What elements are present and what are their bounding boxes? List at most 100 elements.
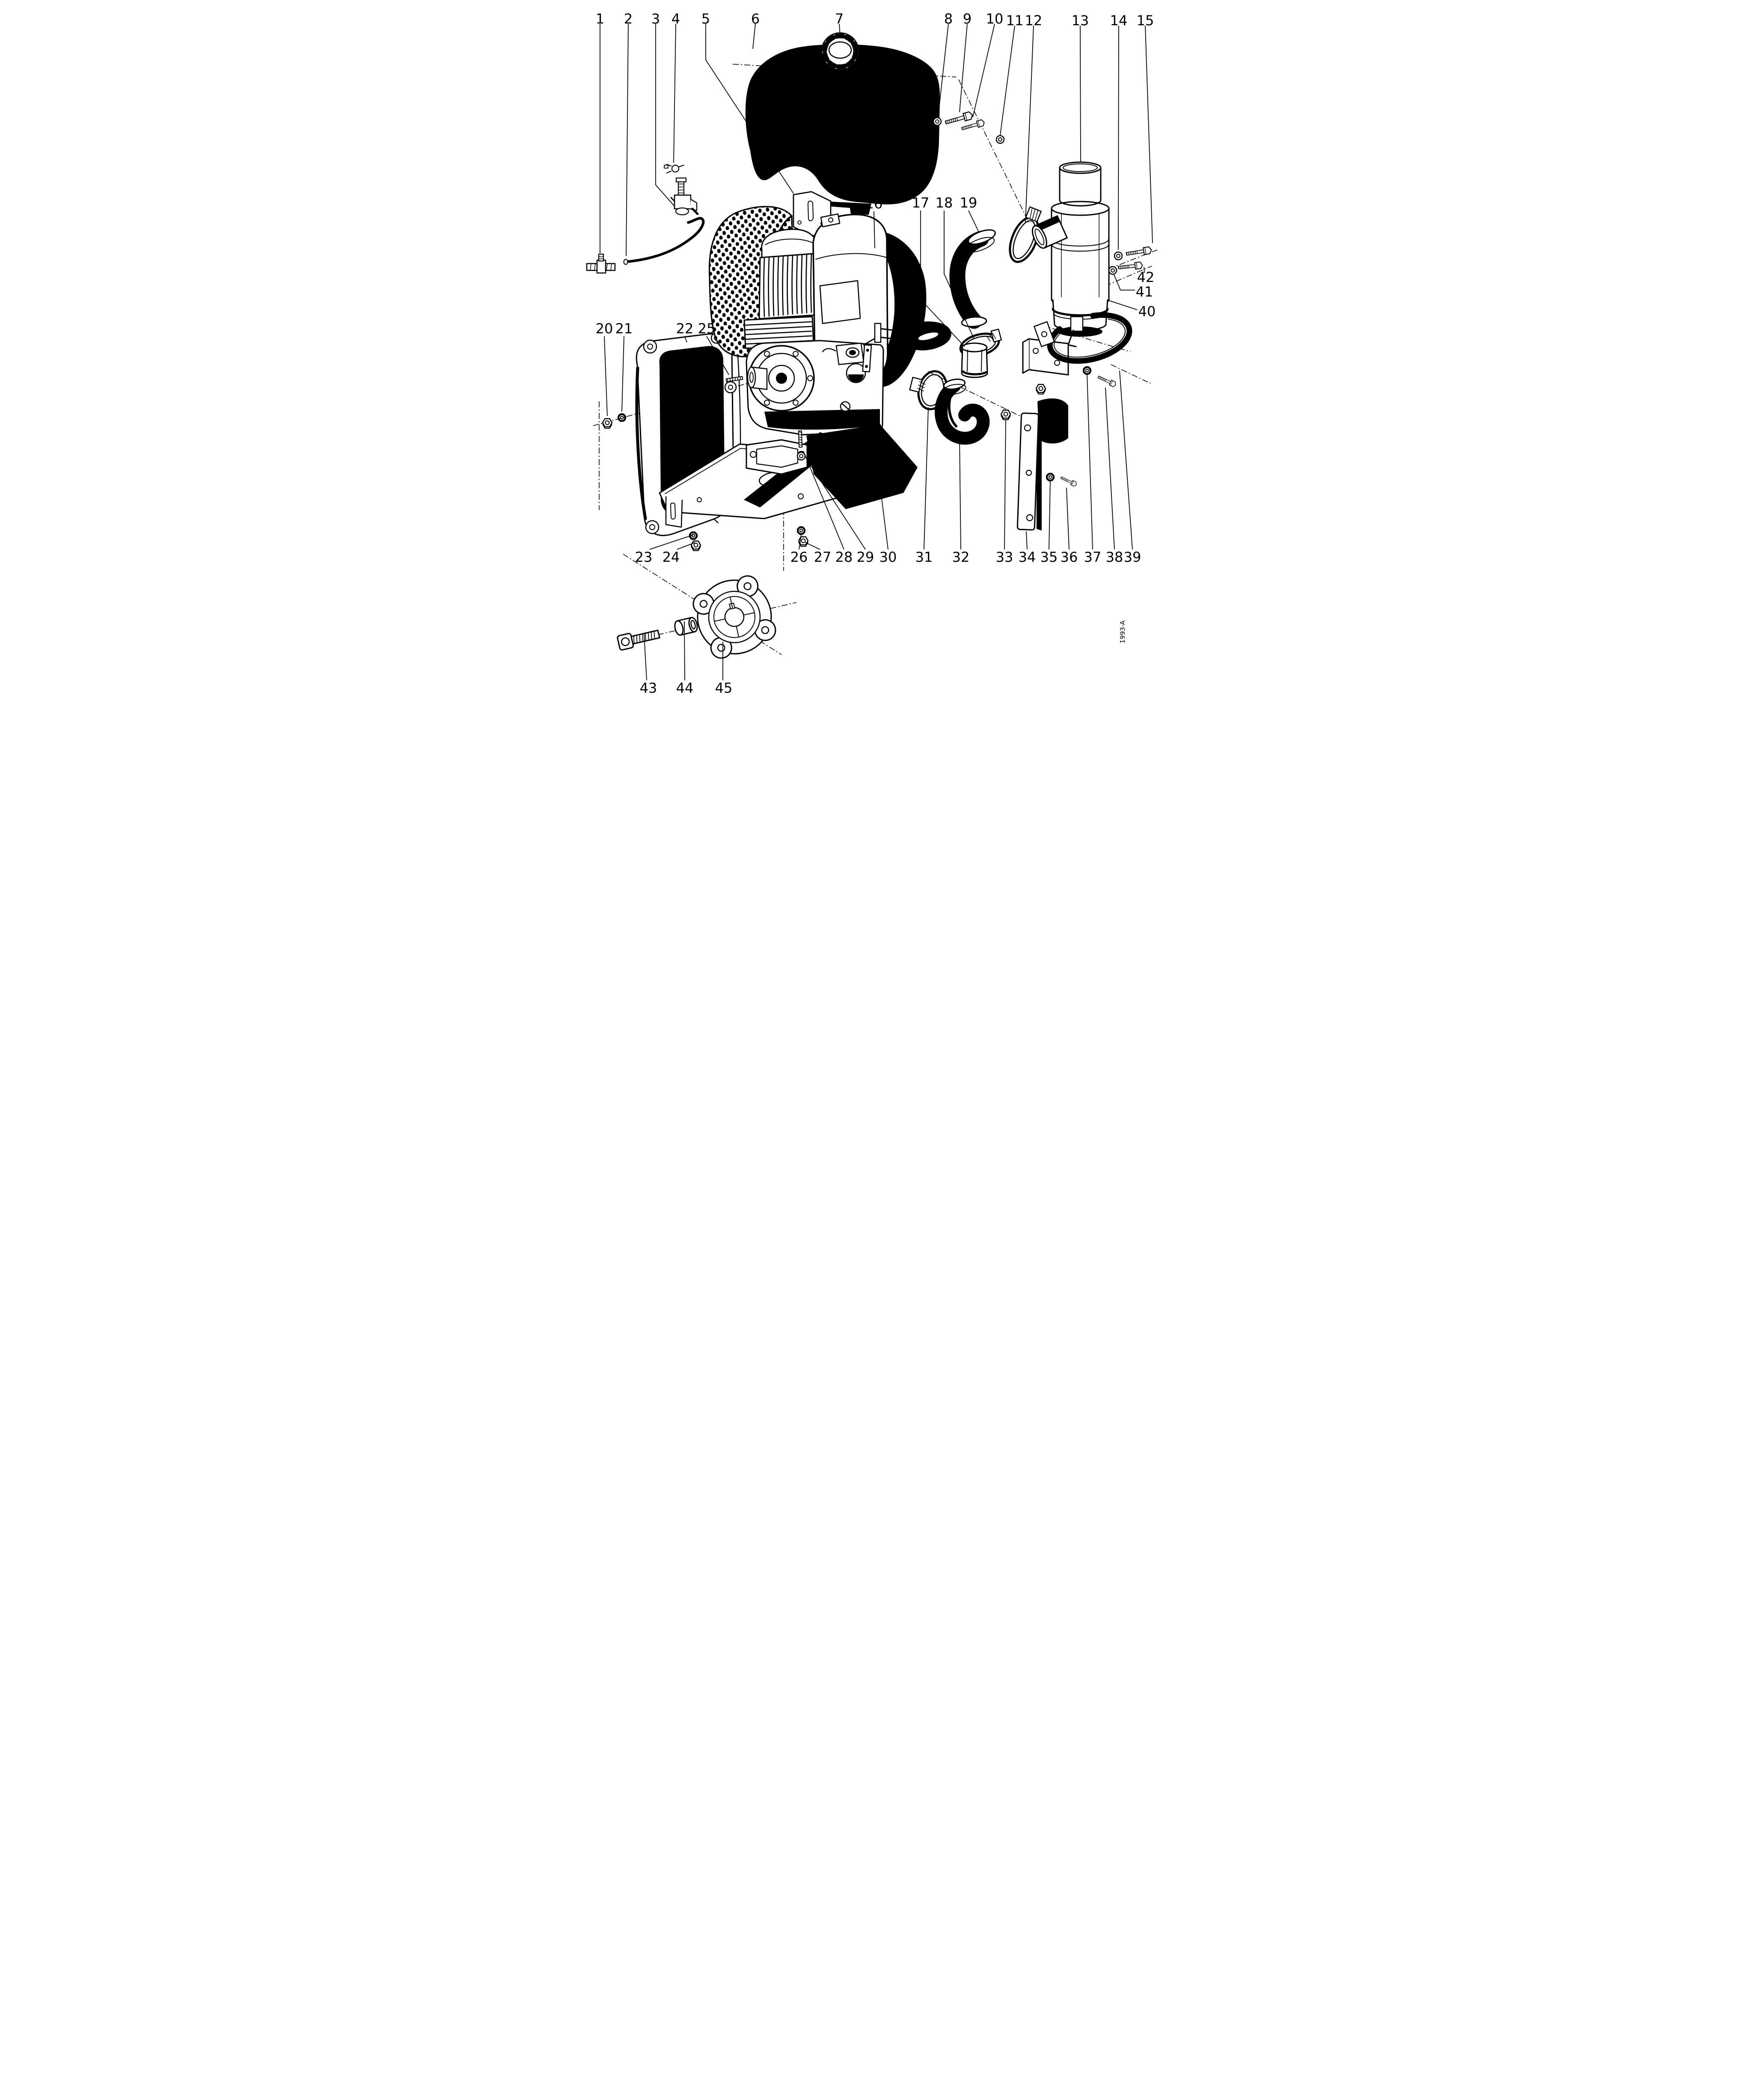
fuel-tee-fitting [586,253,616,274]
name-plate [819,280,861,324]
callout-4: 4 [671,11,680,27]
leader-9 [959,24,968,113]
callout-5: 5 [701,11,710,27]
guard-plate-30 [806,424,918,509]
leader-18 [944,211,974,339]
intake-train [909,206,1042,445]
leader-22 [684,336,687,343]
lock-washer-35 [1047,474,1054,481]
washer-41 [1108,266,1117,275]
leader-37 [1087,374,1093,550]
leader-40 [1108,300,1138,310]
cup-clamp-buckle [1070,316,1084,332]
callout-40: 40 [1138,303,1156,320]
flange-ear [692,593,715,615]
leader-15 [1145,25,1153,243]
leader-30 [879,484,888,550]
washer-29 [796,451,806,461]
callout-20: 20 [596,320,613,337]
leader-44 [684,621,685,681]
callout-33: 33 [996,549,1013,565]
callout-3: 3 [651,11,660,27]
callout-24: 24 [663,549,680,565]
spacer-bushing-44 [674,617,698,636]
leader-4 [673,24,676,163]
hex-bolt-38 [1097,374,1117,388]
fuel-line [623,217,705,265]
lock-washer-21 [618,414,625,421]
leader-3 [655,24,675,207]
air-cleaner [1031,161,1110,347]
washer-14 [1114,251,1123,261]
exploded-diagram-svg: 1234567891011121314151617181920212225232… [580,0,1161,700]
hose-clamp-12 [1009,206,1042,263]
washer-11 [995,135,1005,144]
callout-30: 30 [879,549,897,565]
callout-13: 13 [1072,12,1089,29]
air-cleaner-group [1022,161,1153,376]
washer-8 [933,117,942,126]
leader-2 [626,24,629,256]
centerline-filter-inlet-axis [958,79,1029,223]
leader-10 [972,24,995,118]
base-assembly [659,424,918,552]
leader-29 [806,458,866,550]
callout-12: 12 [1025,12,1043,29]
callout-11: 11 [1006,12,1024,29]
callout-44: 44 [676,680,694,696]
leader-5 [705,24,794,194]
sheet-code: 1993-A [1119,620,1126,644]
callout-26: 26 [790,549,808,565]
callout-14: 14 [1110,12,1128,29]
leader-13 [1080,25,1081,162]
hex-nut-33b [1000,409,1011,421]
callout-1: 1 [596,11,604,27]
callout-27: 27 [814,549,832,565]
heat-deflector [1037,398,1068,444]
callout-43: 43 [640,680,657,696]
leader-43 [644,634,647,681]
flange-ear [737,575,759,597]
leader-21 [621,336,624,412]
leader-16 [873,211,875,249]
leader-24 [677,542,695,550]
leader-41 [1114,274,1135,291]
leader-12 [1025,25,1034,223]
callout-41: 41 [1136,284,1153,300]
centerline-right-frame [1111,364,1151,384]
leader-26 [799,534,802,550]
callout-18: 18 [936,195,953,211]
engine-group [709,206,951,436]
callout-45: 45 [715,680,733,696]
callout-31: 31 [915,549,933,565]
fuel-tank [745,44,940,215]
callout-10: 10 [986,11,1004,27]
starter-handle [874,321,951,350]
flange-ear [754,619,776,641]
hex-nut-33a [1035,384,1046,395]
filler-cap [821,32,859,72]
callout-28: 28 [835,549,853,565]
callout-17: 17 [912,195,930,211]
callout-34: 34 [1019,549,1036,565]
leader-36 [1066,487,1070,550]
shroud-link [862,344,872,373]
fuel-system [586,163,705,274]
callout-19: 19 [960,195,977,211]
socket-screw-43 [617,629,660,651]
leader-32 [959,437,961,550]
plate-tab [665,496,683,528]
callout-21: 21 [615,320,633,337]
leader-28 [803,451,844,550]
leader-6 [752,24,756,49]
callout-42: 42 [1137,269,1155,285]
support-bracket-34 [1016,412,1042,531]
leader-11 [1000,25,1015,136]
leader-38 [1105,387,1115,550]
leader-20 [604,336,608,416]
stud-28 [798,430,803,448]
band-clamp-40 [1034,312,1132,364]
filter-bracket [1022,338,1069,376]
lock-washer-26 [798,527,805,534]
fuel-shutoff-valve [670,177,699,216]
